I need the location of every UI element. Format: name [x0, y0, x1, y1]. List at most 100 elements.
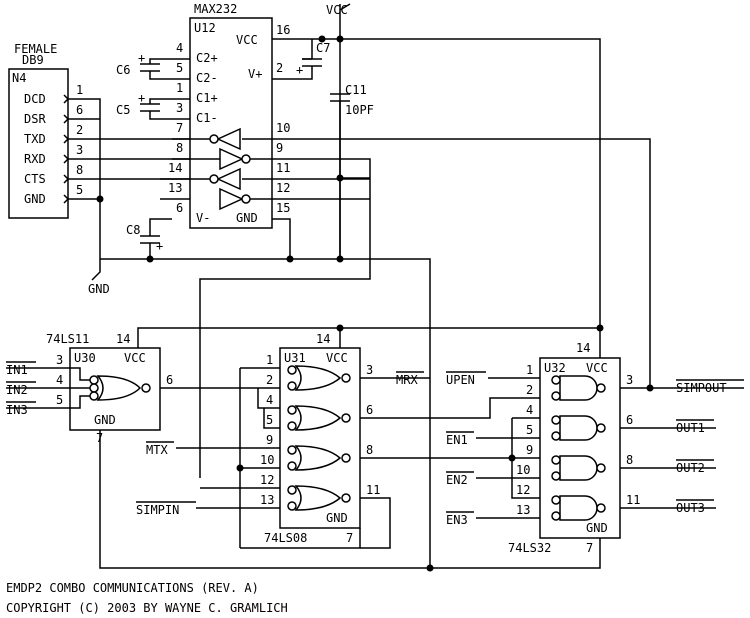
u31-gate-b	[294, 405, 342, 431]
cap-c5-label: C5	[116, 103, 130, 117]
u32-gate-a	[559, 375, 598, 401]
u31-pin-3: 3	[366, 363, 373, 377]
wire-u31-pin5	[263, 408, 280, 429]
db9-pin-num-6: 6	[76, 103, 83, 117]
u31-pin-13: 13	[260, 493, 274, 507]
u32-gate-d-in2	[551, 511, 561, 521]
overlines-lower	[136, 371, 744, 513]
u31-gate-c	[294, 445, 342, 471]
u31-gate-d	[294, 485, 342, 511]
db9-pin-name-dsr: DSR	[24, 112, 46, 126]
u32-ref: U32	[544, 361, 566, 375]
signal-in3: IN3	[6, 403, 28, 417]
u32-gnd-label: GND	[586, 521, 608, 535]
wire-u31-pin4	[257, 388, 280, 409]
cap-c6-symbol	[140, 58, 172, 80]
u31-gate-d-in1	[287, 485, 297, 495]
u31-gate-a-in1	[287, 365, 297, 375]
max232-pin-10: 10	[276, 121, 290, 135]
max232-pin-16: 16	[276, 23, 290, 37]
u32-gate-d	[559, 495, 598, 521]
max232-pin-5: 5	[176, 61, 183, 75]
u31-chip: 14 U31 VCC GND 74LS08 1 2 4 5 9 10 12 13…	[260, 332, 380, 545]
u32-gate-a-in2	[551, 391, 561, 401]
u32-pin-9: 9	[526, 443, 533, 457]
max232-vplus-label: V+	[248, 67, 262, 81]
u32-pin-10: 10	[516, 463, 530, 477]
db9-title-line1: FEMALE	[14, 42, 57, 56]
cap-c7-plus: +	[296, 63, 303, 77]
u32-pin-13: 13	[516, 503, 530, 517]
max232-gnd-label: GND	[236, 211, 258, 225]
wire-dcd	[68, 98, 101, 259]
u32-chip: 14 U32 VCC GND 74LS32 1 2 4 5 9 10 12 13…	[508, 341, 640, 555]
db9-pin-name-rxd: RXD	[24, 152, 46, 166]
u32-pin-2: 2	[526, 383, 533, 397]
cap-c7-label: C7	[316, 41, 330, 55]
signal-simpin: SIMPIN	[136, 503, 179, 517]
max232-pin-2: 2	[276, 61, 283, 75]
max232-pin-13: 13	[168, 181, 182, 195]
max232-pin-3: 3	[176, 101, 183, 115]
u32-pin-12: 12	[516, 483, 530, 497]
junction	[508, 454, 516, 462]
junction	[336, 35, 344, 43]
vcc-label: VCC	[326, 3, 348, 17]
u30-out-bubble	[141, 383, 151, 393]
u31-pin-11: 11	[366, 483, 380, 497]
u32-gate-c-in1	[551, 455, 561, 465]
u30-pin-c: 5	[56, 393, 63, 407]
wire-gnd-rail	[100, 258, 431, 568]
u32-pin-5: 5	[526, 423, 533, 437]
u30-vcc-label: VCC	[124, 351, 146, 365]
max232-pin-9: 9	[276, 141, 283, 155]
junction	[318, 35, 326, 43]
db9-title-line2: DB9	[22, 53, 44, 67]
db9-pin-num-5: 5	[76, 183, 83, 197]
u31-gate-d-out	[341, 493, 351, 503]
u31-pin-10: 10	[260, 453, 274, 467]
max232-body	[189, 17, 273, 229]
max232-pin-8: 8	[176, 141, 183, 155]
u32-gate-b	[559, 415, 598, 441]
cap-c5-symbol	[140, 98, 172, 120]
cap-c11-value: 10PF	[345, 103, 374, 117]
signal-in1: IN1	[6, 363, 28, 377]
wire-mrx-path	[160, 138, 371, 478]
u30-pin-out: 6	[166, 373, 173, 387]
max232-pin-1: 1	[176, 81, 183, 95]
footer-copyright: COPYRIGHT (C) 2003 BY WAYNE C. GRAMLICH	[6, 601, 288, 615]
max232-receiver-r2-bubble	[241, 194, 251, 204]
u31-gate-c-in1	[287, 445, 297, 455]
max232-pin-6: 6	[176, 201, 183, 215]
u30-pin-a: 3	[56, 353, 63, 367]
u31-pin-4: 4	[266, 393, 273, 407]
max232-c1m-label: C1-	[196, 111, 218, 125]
cap-c5-plus: +	[138, 91, 145, 105]
u31-gate-c-out	[341, 453, 351, 463]
cap-c11-label: C11	[345, 83, 367, 97]
max232-receiver-r2	[219, 187, 244, 211]
u32-vcc-label: VCC	[586, 361, 608, 375]
junction	[426, 564, 434, 572]
wire-u30-inputs	[6, 367, 90, 409]
u32-gate-c-out	[596, 463, 606, 473]
u32-pin-1: 1	[526, 363, 533, 377]
u30-gate	[96, 375, 142, 401]
max232-pin-11: 11	[276, 161, 290, 175]
signal-en2: EN2	[446, 473, 468, 487]
db9-body	[8, 68, 69, 219]
u32-gate-b-in2	[551, 431, 561, 441]
u32-pin-11: 11	[626, 493, 640, 507]
signal-in2: IN2	[6, 383, 28, 397]
wire-u32-pin4	[511, 417, 540, 499]
max232-pin-12: 12	[276, 181, 290, 195]
db9-pin-num-1: 1	[76, 83, 83, 97]
signal-en3: EN3	[446, 513, 468, 527]
u31-gate-b-in1	[287, 405, 297, 415]
db9-pin-name-txd: TXD	[24, 132, 46, 146]
u31-gate-a-in2	[287, 381, 297, 391]
lower-wiring	[99, 327, 744, 569]
u32-gate-c-in2	[551, 471, 561, 481]
u30-pin-b: 4	[56, 373, 63, 387]
